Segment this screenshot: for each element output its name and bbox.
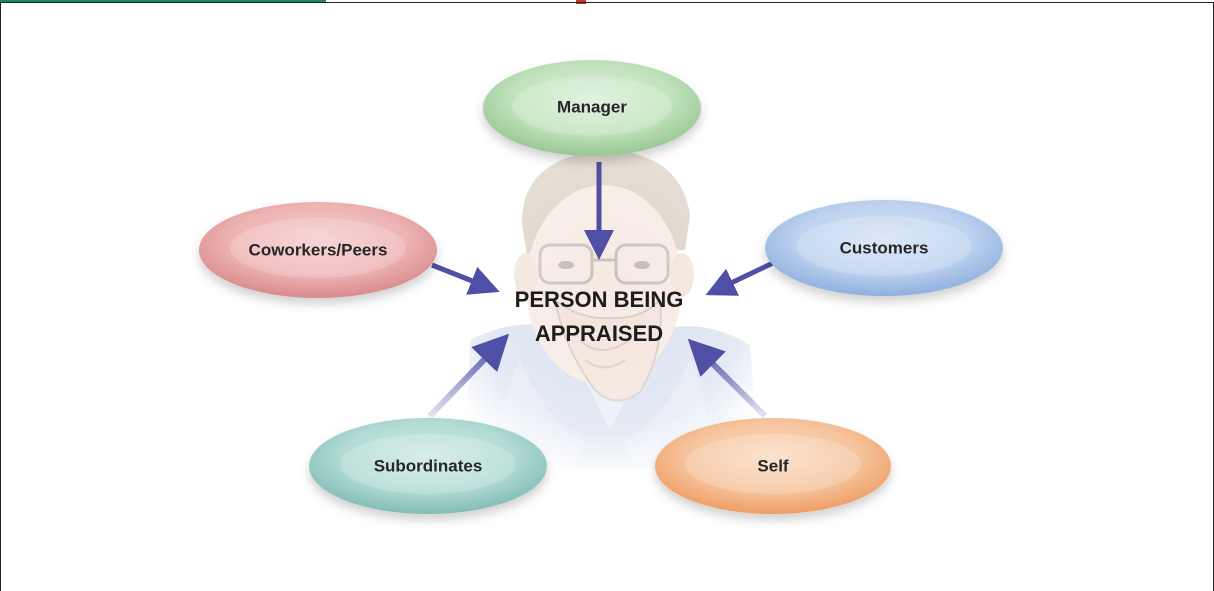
arrow-coworkers xyxy=(431,262,500,295)
node-customers xyxy=(765,200,1003,296)
node-customers-label: Customers xyxy=(840,238,929,257)
node-coworkers-label: Coworkers/Peers xyxy=(249,240,388,259)
node-self-label: Self xyxy=(757,456,789,475)
node-coworkers xyxy=(199,202,437,298)
node-self xyxy=(655,418,891,514)
node-subordinates xyxy=(309,418,547,514)
arrow-subordinates xyxy=(427,333,510,419)
center-label-line2: APPRAISED xyxy=(535,321,663,346)
arrow-self xyxy=(687,338,768,419)
center-label-line1: PERSON BEING xyxy=(515,287,684,312)
node-manager xyxy=(483,60,701,156)
center-node: PERSON BEING APPRAISED xyxy=(515,287,684,346)
arrow-customers xyxy=(705,260,775,296)
arrows xyxy=(427,162,775,419)
node-subordinates-label: Subordinates xyxy=(374,456,483,475)
illustration-fade xyxy=(440,130,780,480)
node-manager-label: Manager xyxy=(557,97,627,116)
